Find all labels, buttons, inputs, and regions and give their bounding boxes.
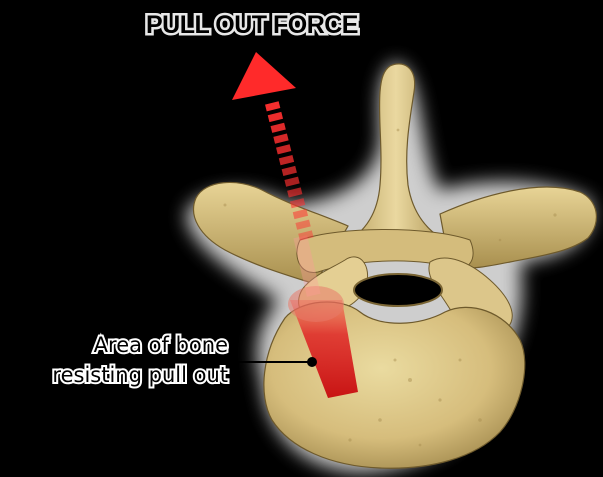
- arrow-dash: [276, 144, 291, 154]
- arrow-dash: [282, 166, 297, 176]
- arrow-dash: [271, 123, 286, 133]
- arrow-dash: [287, 187, 302, 197]
- spinal-canal: [354, 274, 442, 306]
- arrow-dash: [284, 177, 299, 187]
- annotation-line-2: resisting pull out: [52, 363, 228, 387]
- arrow-dash: [279, 155, 294, 165]
- arrowhead: [232, 52, 296, 100]
- diagram-title: PULL OUT FORCE: [146, 11, 358, 39]
- annotation-line-1: Area of bone: [94, 333, 228, 357]
- arrow-dash: [265, 101, 280, 111]
- arrow-dash: [273, 134, 288, 144]
- arrow-dash: [268, 112, 283, 122]
